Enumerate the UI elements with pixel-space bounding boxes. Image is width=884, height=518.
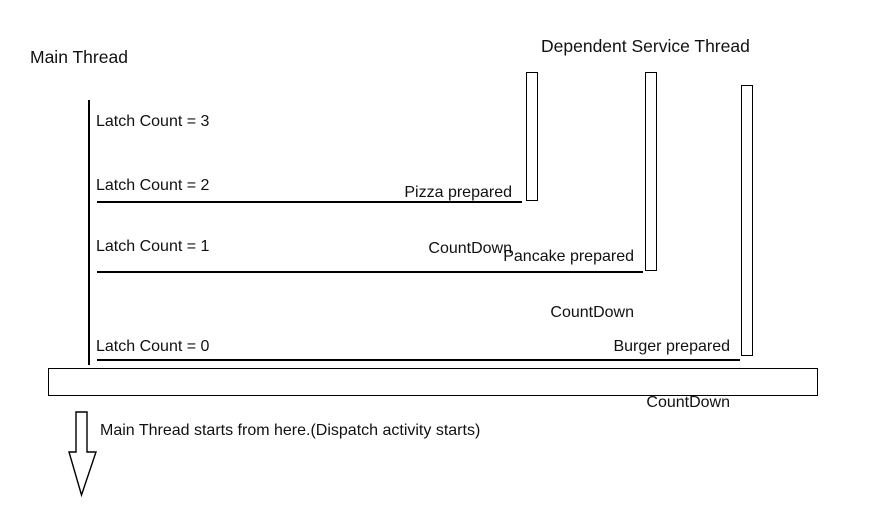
dependent-service-thread-title: Dependent Service Thread	[541, 36, 750, 56]
latch-count-0-label: Latch Count = 0	[96, 338, 210, 355]
burger-countdown-connector	[97, 359, 740, 361]
pizza-event-label: Pizza prepared CountDown	[312, 146, 512, 297]
pancake-event-label: Pancake prepared CountDown	[414, 210, 634, 361]
pancake-service-bar	[645, 72, 657, 271]
burger-service-bar	[741, 85, 753, 356]
latch-count-3-label: Latch Count = 3	[96, 113, 210, 130]
main-thread-title: Main Thread	[30, 47, 128, 67]
pizza-service-bar	[526, 72, 538, 201]
pizza-countdown-connector	[97, 201, 522, 203]
pizza-event-line1: Pizza prepared	[404, 183, 512, 201]
pancake-countdown-connector	[97, 271, 643, 273]
dispatch-activity-bar	[48, 368, 818, 396]
main-thread-lifeline	[88, 100, 90, 365]
latch-count-2-label: Latch Count = 2	[96, 177, 210, 194]
down-arrow-icon	[68, 411, 97, 498]
pizza-event-line2: CountDown	[428, 240, 512, 258]
footer-note: Main Thread starts from here.(Dispatch a…	[100, 422, 481, 439]
burger-event-line2: CountDown	[646, 394, 730, 412]
pancake-event-line2: CountDown	[550, 304, 634, 322]
latch-count-1-label: Latch Count = 1	[96, 238, 210, 255]
burger-event-line1: Burger prepared	[613, 337, 730, 355]
burger-event-label: Burger prepared CountDown	[512, 300, 730, 451]
pancake-event-line1: Pancake prepared	[503, 247, 634, 265]
